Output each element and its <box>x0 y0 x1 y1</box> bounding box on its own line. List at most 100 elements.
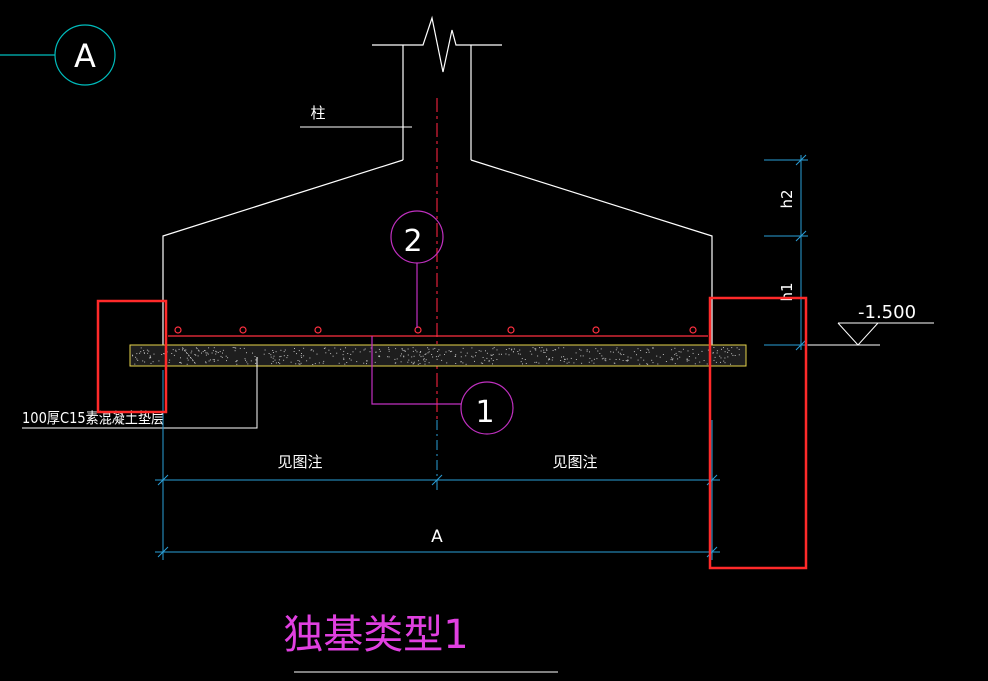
horizontal-dimension <box>155 370 720 560</box>
column-outline <box>372 15 502 160</box>
concrete-speckle <box>205 361 207 363</box>
concrete-speckle <box>601 355 603 357</box>
concrete-speckle <box>570 357 572 359</box>
concrete-speckle <box>403 356 405 358</box>
concrete-speckle <box>388 350 390 352</box>
concrete-speckle <box>723 347 724 349</box>
concrete-speckle <box>730 363 731 365</box>
concrete-speckle <box>475 355 476 357</box>
concrete-speckle <box>462 362 464 364</box>
concrete-speckle <box>343 359 345 360</box>
concrete-speckle <box>407 348 409 350</box>
concrete-speckle <box>306 360 308 362</box>
concrete-speckle <box>434 347 436 349</box>
concrete-speckle <box>295 363 297 365</box>
concrete-speckle <box>539 347 541 349</box>
concrete-speckle <box>330 353 332 355</box>
concrete-speckle <box>716 352 718 354</box>
concrete-speckle <box>322 362 324 364</box>
concrete-speckle <box>222 352 223 354</box>
concrete-speckle <box>538 362 540 364</box>
concrete-speckle <box>614 362 616 364</box>
concrete-speckle <box>364 348 366 350</box>
concrete-speckle <box>544 352 546 353</box>
concrete-speckle <box>450 351 451 353</box>
concrete-speckle <box>627 356 629 358</box>
concrete-speckle <box>496 349 498 351</box>
concrete-speckle <box>732 354 734 356</box>
concrete-speckle <box>621 349 623 351</box>
footing-outline <box>162 159 713 345</box>
concrete-speckle <box>208 360 210 362</box>
concrete-speckle <box>423 359 425 361</box>
concrete-speckle <box>727 348 729 350</box>
concrete-speckle <box>280 349 282 351</box>
concrete-speckle <box>192 359 193 361</box>
cushion-label: 100厚C15素混凝土垫层 <box>22 409 164 427</box>
concrete-speckle <box>411 361 413 363</box>
concrete-speckle <box>336 352 338 354</box>
concrete-speckle <box>150 356 151 358</box>
concrete-speckle <box>688 356 690 357</box>
half-width-right-label: 见图注 <box>552 453 597 471</box>
concrete-speckle <box>713 347 715 348</box>
concrete-speckle <box>407 354 409 356</box>
concrete-speckle <box>412 350 414 352</box>
concrete-speckle <box>343 350 345 352</box>
concrete-speckle <box>451 350 453 352</box>
concrete-speckle <box>564 358 565 360</box>
concrete-speckle <box>323 360 325 362</box>
concrete-speckle <box>198 350 200 352</box>
concrete-speckle <box>217 352 219 353</box>
concrete-speckle <box>615 349 617 351</box>
concrete-speckle <box>175 349 177 351</box>
concrete-speckle <box>659 356 661 358</box>
concrete-speckle <box>279 363 281 365</box>
concrete-speckle <box>272 357 274 359</box>
highlight-box-left <box>96 299 168 414</box>
concrete-speckle <box>400 355 402 357</box>
concrete-speckle <box>217 359 219 361</box>
concrete-speckle <box>243 347 245 349</box>
rebar-callout-2-label: 2 <box>403 224 422 259</box>
concrete-speckle <box>636 354 637 356</box>
concrete-speckle <box>300 355 302 357</box>
concrete-speckle <box>444 354 445 355</box>
concrete-speckle <box>275 362 277 364</box>
concrete-speckle <box>140 351 142 353</box>
concrete-speckle <box>486 352 488 354</box>
concrete-speckle <box>719 355 721 357</box>
concrete-speckle <box>723 360 725 362</box>
concrete-speckle <box>432 356 434 358</box>
concrete-speckle <box>395 348 397 350</box>
concrete-speckle <box>190 357 191 358</box>
concrete-speckle <box>270 354 272 356</box>
concrete-speckle <box>388 356 390 358</box>
concrete-speckle <box>424 360 426 362</box>
concrete-speckle <box>672 359 673 361</box>
concrete-speckle <box>404 349 406 351</box>
concrete-speckle <box>678 351 680 353</box>
concrete-speckle <box>619 352 621 354</box>
concrete-speckle <box>201 352 202 354</box>
concrete-speckle <box>225 355 227 357</box>
concrete-speckle <box>169 359 171 361</box>
concrete-speckle <box>413 361 415 363</box>
concrete-speckle <box>247 363 249 365</box>
concrete-speckle <box>215 353 217 355</box>
concrete-speckle <box>460 361 462 363</box>
concrete-speckle <box>192 360 194 362</box>
concrete-speckle <box>278 362 280 363</box>
concrete-speckle <box>425 353 427 355</box>
concrete-speckle <box>345 347 346 349</box>
concrete-speckle <box>303 355 305 357</box>
concrete-speckle <box>707 349 709 351</box>
concrete-speckle <box>180 362 182 364</box>
concrete-speckle <box>601 358 603 360</box>
concrete-speckle <box>300 362 302 364</box>
concrete-speckle <box>149 357 151 359</box>
half-width-left-label: 见图注 <box>277 453 322 471</box>
concrete-speckle <box>563 347 565 349</box>
concrete-speckle <box>272 352 274 353</box>
concrete-speckle <box>340 348 342 350</box>
